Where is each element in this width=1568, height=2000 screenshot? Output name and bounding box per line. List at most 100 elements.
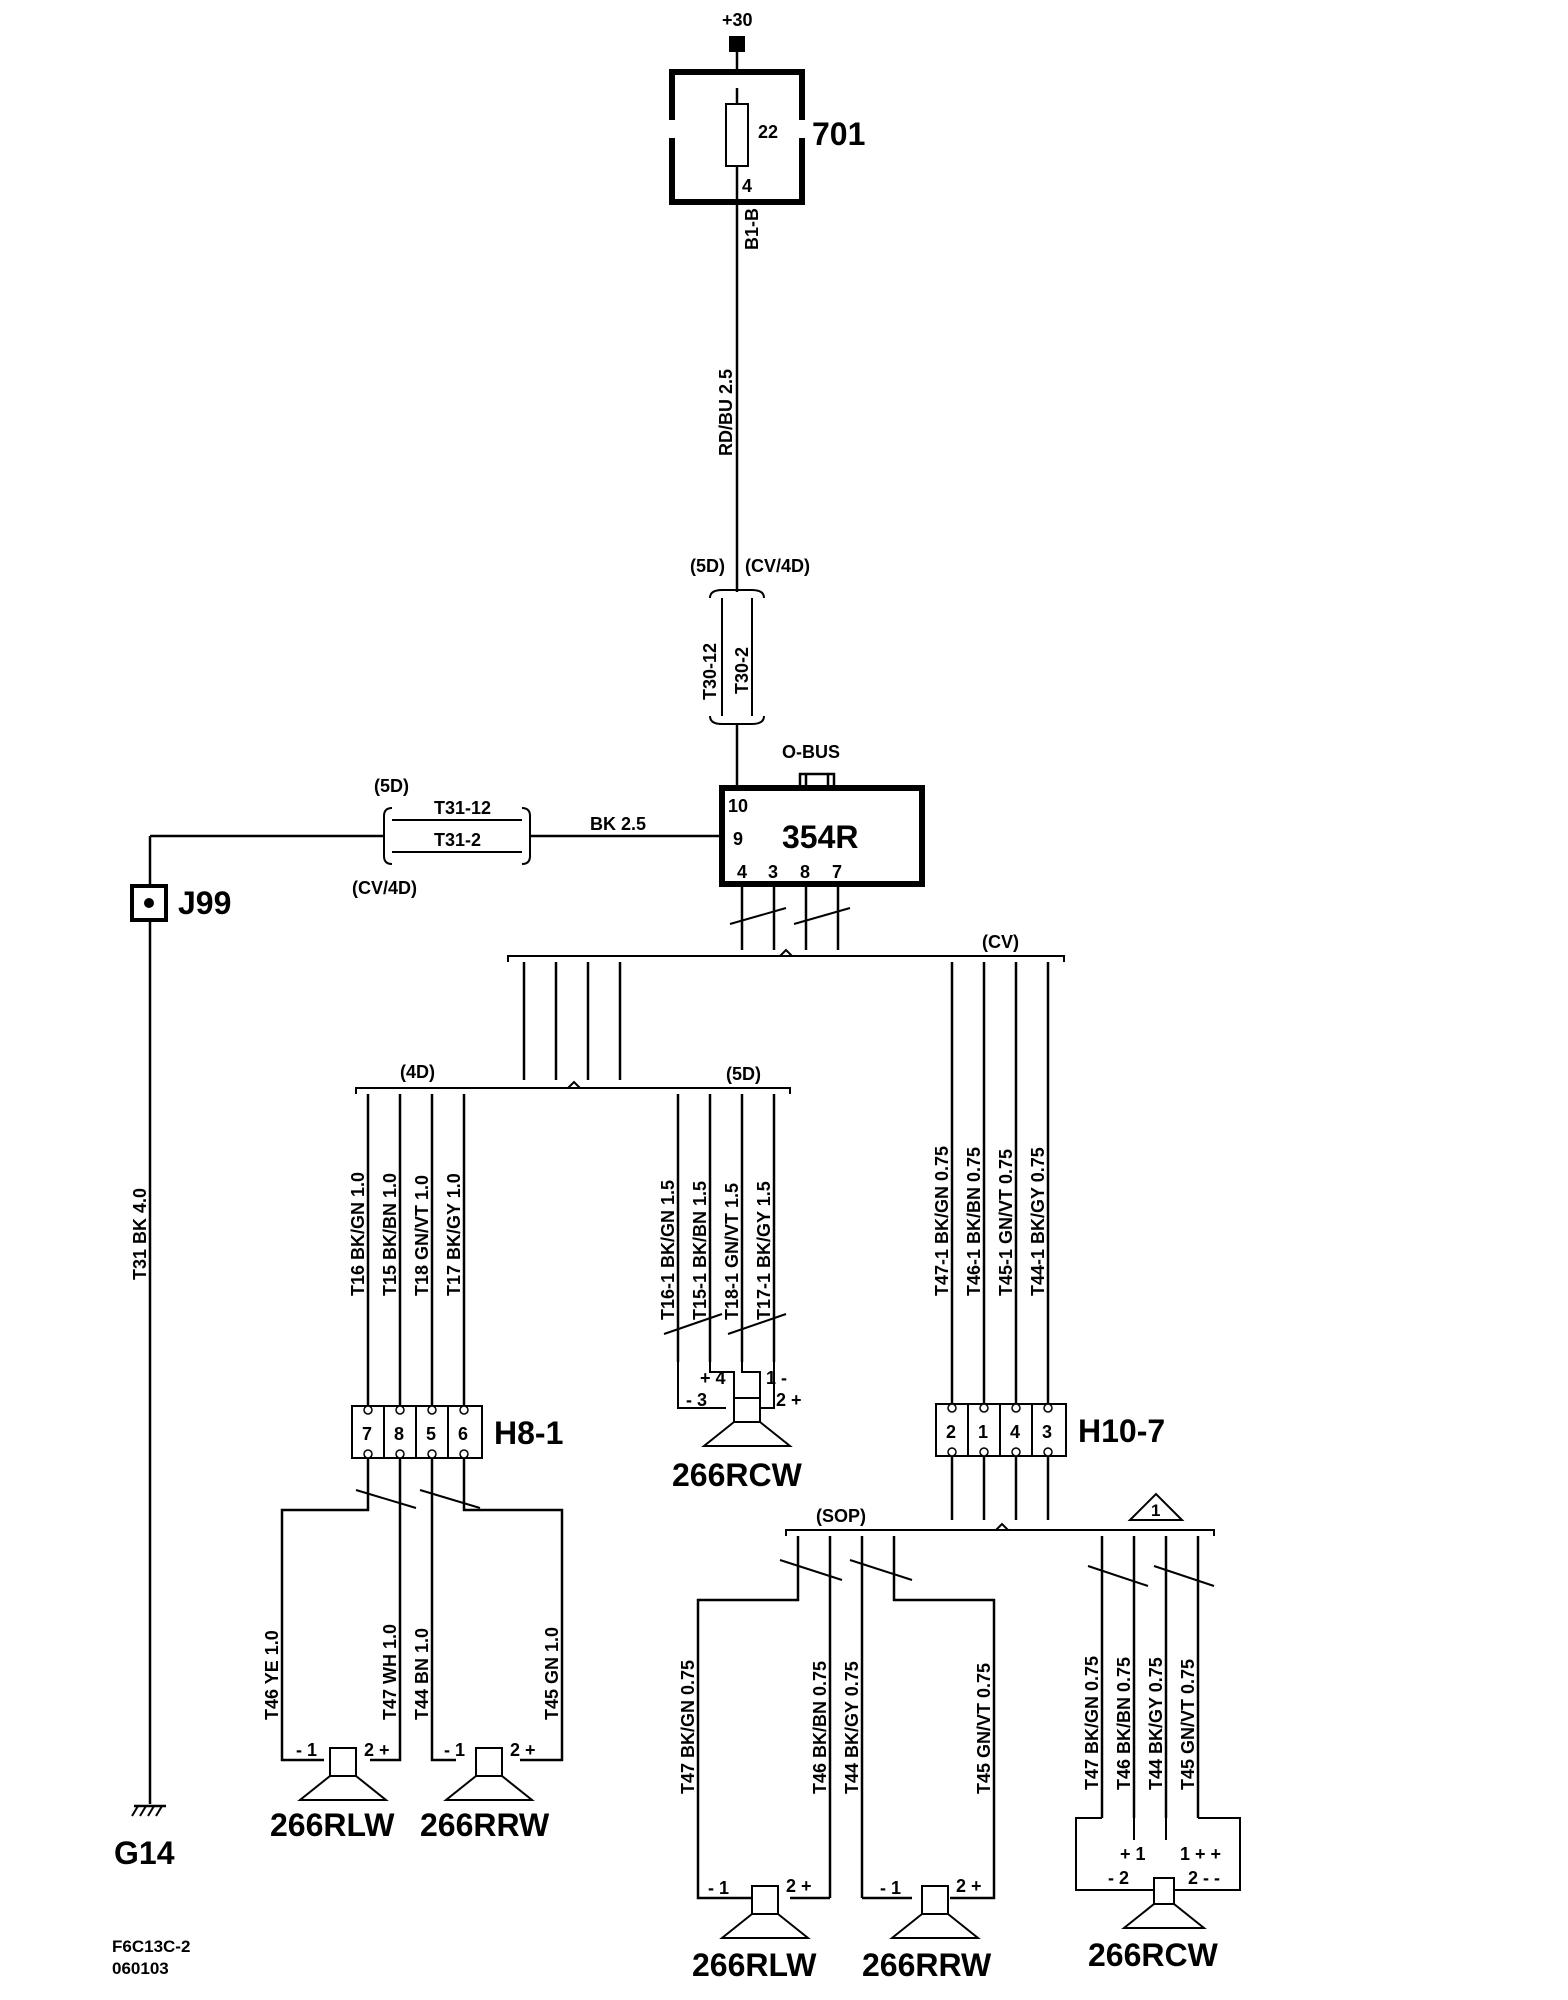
cv-bus-label: (CV): [982, 932, 1019, 952]
wire-5d-2: T15-1 BK/BN 1.5: [690, 1181, 710, 1320]
wire-4d-low-4: T45 GN 1.0: [542, 1627, 562, 1720]
fuse-number: 22: [758, 122, 778, 142]
speaker-rrw-right-symbol: [862, 1885, 981, 1939]
t30-connector-bracket: [709, 589, 765, 725]
wire-cv-4: T44-1 BK/GY 0.75: [1028, 1147, 1048, 1296]
speaker-rrw-left-plus: 2 +: [510, 1740, 536, 1760]
amplifier-id: 354R: [782, 819, 859, 855]
amp-pin-4: 4: [737, 862, 747, 882]
wire-4d-low-3: T44 BN 1.0: [412, 1628, 432, 1720]
supply-terminal: [729, 36, 745, 52]
sop-bus: [785, 1522, 1215, 1536]
speaker-rrw-left-minus: - 1: [444, 1740, 465, 1760]
ground-variant-cv4d: (CV/4D): [352, 878, 417, 898]
h10-pin-4: 4: [1010, 1422, 1020, 1442]
wire-cv-low-3: T44 BK/GY 0.75: [842, 1661, 862, 1794]
speaker-rrw-left-id: 266RRW: [420, 1807, 550, 1843]
connector-h10-7: [935, 1403, 1067, 1457]
h8-pin-6: 6: [458, 1424, 468, 1444]
h8-pin-7: 7: [362, 1424, 372, 1444]
wire-4d-2: T15 BK/BN 1.0: [380, 1173, 400, 1296]
h8-1-label: H8-1: [494, 1415, 563, 1451]
rcw-top-neg1: 1 -: [766, 1368, 787, 1388]
rcw-top-neg2: 2 +: [776, 1390, 802, 1410]
rcw-bottom-d: 2 - -: [1188, 1868, 1220, 1888]
speaker-rrw-right-plus: 2 +: [956, 1876, 982, 1896]
wire-cv-rcw-1: T47 BK/GN 0.75: [1082, 1656, 1102, 1790]
speaker-rlw-right-minus: - 1: [708, 1878, 729, 1898]
wire-5d-1: T16-1 BK/GN 1.5: [658, 1180, 678, 1320]
footer-date: 060103: [112, 1959, 169, 1978]
wire-cv-2: T46-1 BK/BN 0.75: [964, 1147, 984, 1296]
4d-5d-bus: [355, 1080, 791, 1094]
wire-cv-1: T47-1 BK/GN 0.75: [932, 1146, 952, 1296]
obus-label: O-BUS: [782, 742, 840, 762]
amp-pin-10: 10: [728, 796, 748, 816]
wire-4d-1: T16 BK/GN 1.0: [348, 1172, 368, 1296]
rcw-top-minus: - 3: [686, 1390, 707, 1410]
h10-pin-3: 3: [1042, 1422, 1052, 1442]
ground-variant-5d: (5D): [374, 776, 409, 796]
cv-bus: [507, 948, 1065, 962]
amp-pin-8: 8: [800, 862, 810, 882]
h8-pin-8: 8: [394, 1424, 404, 1444]
t31-wire-label: T31 BK 4.0: [130, 1188, 150, 1280]
wire-4d-low-1: T46 YE 1.0: [262, 1630, 282, 1720]
speaker-rrw-right-minus: - 1: [880, 1878, 901, 1898]
speaker-rlw-left-minus: - 1: [296, 1740, 317, 1760]
connector-h8-1: [351, 1405, 483, 1459]
t31-2-label: T31-2: [434, 830, 481, 850]
wire-4d-4: T17 BK/GY 1.0: [444, 1173, 464, 1296]
rcw-bottom-c: 1 + +: [1180, 1844, 1221, 1864]
rcw-bottom-b: - 2: [1108, 1868, 1129, 1888]
variant-cv4d-top: (CV/4D): [745, 556, 810, 576]
speaker-rlw-left-plus: 2 +: [364, 1740, 390, 1760]
t30-2-label: T30-2: [732, 647, 752, 694]
fuse-box-id: 701: [812, 116, 865, 152]
speaker-rcw-bottom-symbol: [1075, 1817, 1241, 1929]
amp-pin-3: 3: [768, 862, 778, 882]
bus-5d-label: (5D): [726, 1064, 761, 1084]
rcw-top-id: 266RCW: [672, 1457, 803, 1493]
fuse-pin: 4: [742, 176, 752, 196]
wire-cv-low-2: T46 BK/BN 0.75: [810, 1661, 830, 1794]
note-triangle-number: 1: [1151, 1501, 1160, 1520]
bus-4d-label: (4D): [400, 1062, 435, 1082]
h10-pin-2: 2: [946, 1422, 956, 1442]
fuse-box-701: [668, 69, 806, 205]
speaker-rlw-right-id: 266RLW: [692, 1947, 817, 1983]
wire-cv-low-4: T45 GN/VT 0.75: [974, 1663, 994, 1794]
wire-cv-3: T45-1 GN/VT 0.75: [996, 1149, 1016, 1296]
speaker-rlw-left-symbol: [297, 1747, 389, 1801]
h10-pin-1: 1: [978, 1422, 988, 1442]
supply-wire-label: RD/BU 2.5: [716, 369, 736, 456]
h10-7-label: H10-7: [1078, 1413, 1165, 1449]
supply-label: +30: [722, 10, 753, 30]
speaker-rcw-top-symbol: [677, 1362, 793, 1447]
wire-cv-rcw-2: T46 BK/BN 0.75: [1114, 1657, 1134, 1790]
wire-5d-4: T17-1 BK/GY 1.5: [754, 1181, 774, 1320]
wire-cv-rcw-3: T44 BK/GY 0.75: [1146, 1657, 1166, 1790]
wire-5d-3: T18-1 GN/VT 1.5: [722, 1183, 742, 1320]
ground-wire-label: BK 2.5: [590, 814, 646, 834]
speaker-rrw-right-id: 266RRW: [862, 1947, 992, 1983]
splice-j99-label: J99: [178, 885, 231, 921]
obus-connector: [798, 772, 836, 786]
wire-cv-rcw-4: T45 GN/VT 0.75: [1178, 1659, 1198, 1790]
rcw-bottom-id: 266RCW: [1088, 1937, 1219, 1973]
note-triangle-icon: [1127, 1492, 1185, 1521]
sop-bus-label: (SOP): [816, 1506, 866, 1526]
variant-5d-top: (5D): [690, 556, 725, 576]
t30-12-label: T30-12: [700, 643, 720, 700]
amp-pin-9: 9: [733, 829, 743, 849]
wire-cv-low-1: T47 BK/GN 0.75: [678, 1660, 698, 1794]
speaker-rlw-left-id: 266RLW: [270, 1807, 395, 1843]
wire-4d-3: T18 GN/VT 1.0: [412, 1175, 432, 1296]
footer-code: F6C13C-2: [112, 1937, 190, 1956]
ground-g14-label: G14: [114, 1835, 175, 1871]
h8-pin-5: 5: [426, 1424, 436, 1444]
t31-12-label: T31-12: [434, 798, 491, 818]
fuse-pin-label: B1-B: [742, 208, 762, 250]
speaker-rlw-right-plus: 2 +: [786, 1876, 812, 1896]
